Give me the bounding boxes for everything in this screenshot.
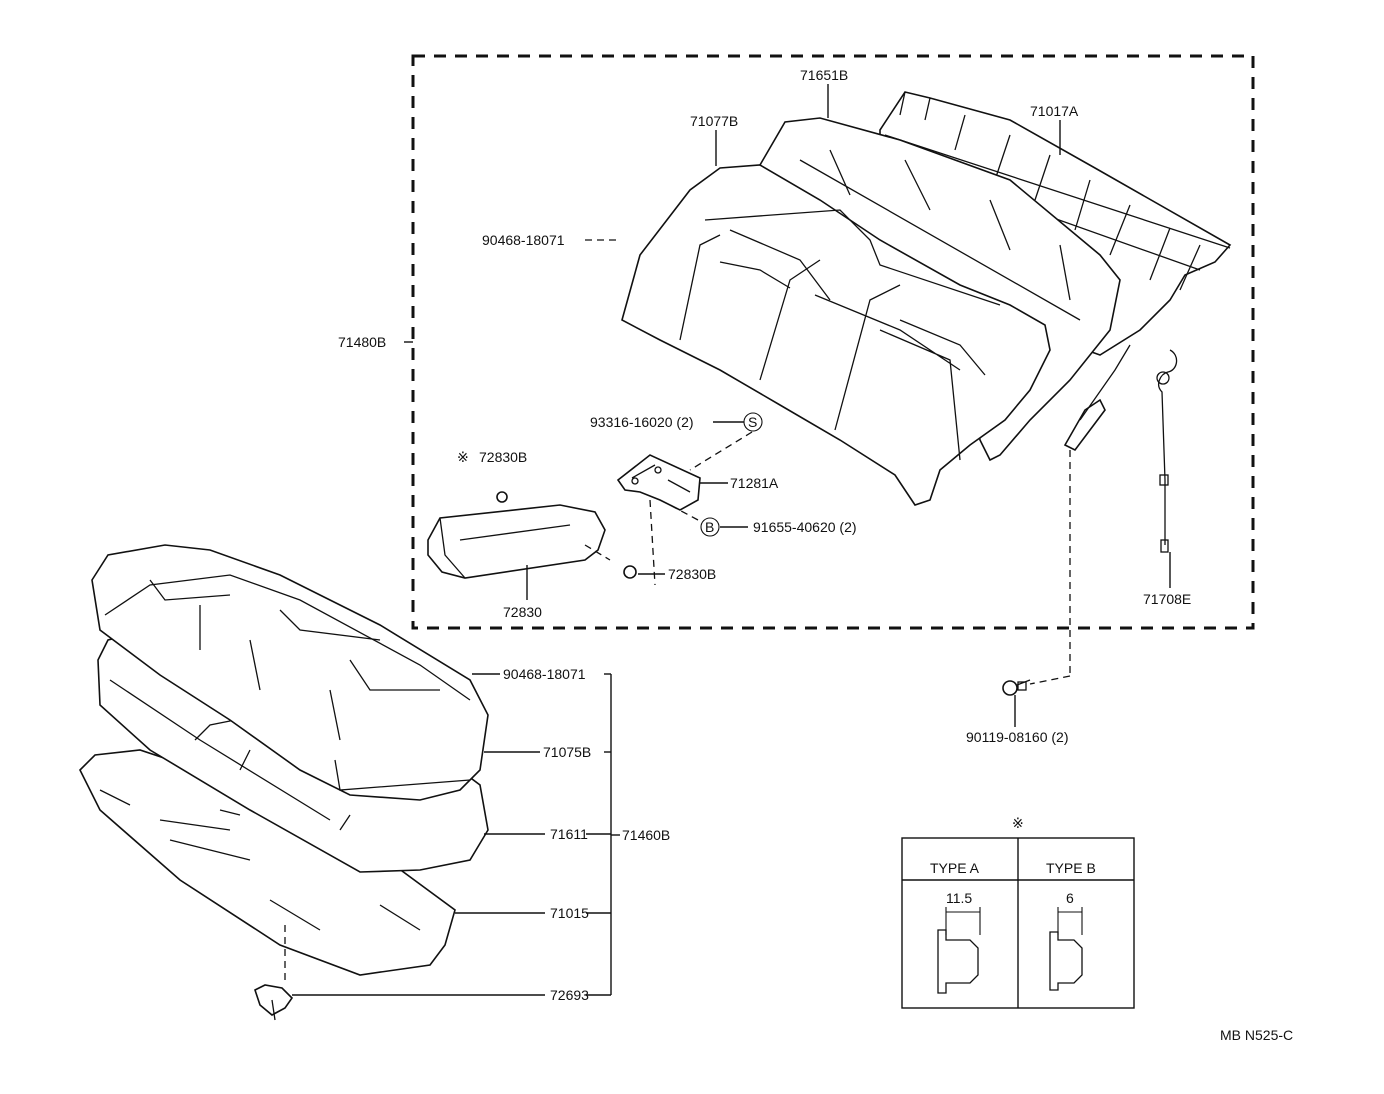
- circle-s-symbol: S: [748, 414, 757, 430]
- bracket-drawing: [616, 454, 701, 511]
- label-91655: 91655-40620 (2): [753, 519, 857, 535]
- circle-b-symbol: B: [705, 519, 714, 535]
- label-71075b: 71075B: [543, 744, 591, 760]
- label-72830b: 72830B: [668, 566, 716, 582]
- label-71460b: 71460B: [622, 827, 670, 843]
- dim-a-value: 11.5: [946, 890, 972, 906]
- type-inset: ※ TYPE A TYPE B 11.5 6: [901, 815, 1135, 1009]
- type-b-heading: TYPE B: [1046, 860, 1096, 876]
- leader-lines: [284, 84, 1171, 996]
- label-90119: 90119-08160 (2): [966, 729, 1068, 745]
- label-93316: 93316-16020 (2): [590, 414, 694, 430]
- label-72830b-star: 72830B: [479, 449, 527, 465]
- label-72693: 72693: [550, 987, 589, 1003]
- bolt-drawing: [1002, 679, 1031, 696]
- label-90468-low: 90468-18071: [503, 666, 586, 682]
- dim-b-value: 6: [1066, 890, 1074, 906]
- label-90468-top: 90468-18071: [482, 232, 565, 248]
- label-71281a: 71281A: [730, 475, 779, 491]
- label-71017a: 71017A: [1030, 103, 1079, 119]
- label-71015: 71015: [550, 905, 589, 921]
- star-mark-72830b: ※: [457, 449, 469, 465]
- label-71077b: 71077B: [690, 113, 738, 129]
- seat-back-drawing: [621, 91, 1232, 553]
- label-72830: 72830: [503, 604, 542, 620]
- label-71611: 71611: [550, 826, 588, 842]
- label-71651b: 71651B: [800, 67, 848, 83]
- armrest-drawing: [427, 491, 637, 579]
- type-a-heading: TYPE A: [930, 860, 980, 876]
- label-71708e: 71708E: [1143, 591, 1191, 607]
- assembly-frame: [411, 54, 1255, 630]
- diagram-code: MB N525-C: [1220, 1027, 1293, 1043]
- label-71480b: 71480B: [338, 334, 386, 350]
- seat-cushion-drawing: [79, 544, 489, 1021]
- inset-star-mark: ※: [1012, 815, 1024, 831]
